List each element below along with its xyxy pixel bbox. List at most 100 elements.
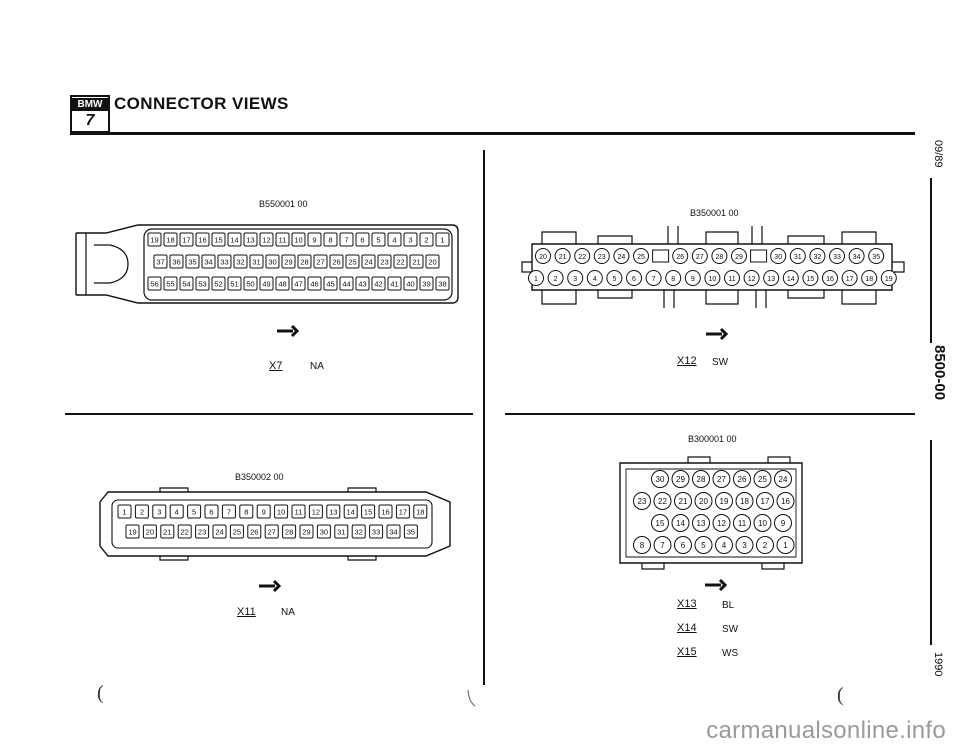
svg-text:24: 24 bbox=[618, 254, 626, 261]
scan-mark-center bbox=[467, 689, 476, 707]
svg-text:29: 29 bbox=[284, 258, 292, 267]
x7-part-code: B550001 00 bbox=[259, 199, 308, 209]
svg-text:19: 19 bbox=[885, 276, 893, 283]
svg-text:9: 9 bbox=[262, 508, 266, 517]
x7-plug-symbol bbox=[277, 324, 300, 338]
pin-30: 30 bbox=[316, 524, 331, 539]
svg-text:55: 55 bbox=[166, 280, 174, 289]
pin-32: 32 bbox=[809, 248, 826, 264]
pin-37: 37 bbox=[153, 254, 168, 269]
svg-text:1: 1 bbox=[122, 508, 126, 517]
pin-31: 31 bbox=[334, 524, 349, 539]
svg-text:11: 11 bbox=[279, 236, 287, 245]
svg-text:5: 5 bbox=[192, 508, 196, 517]
svg-text:30: 30 bbox=[774, 254, 782, 261]
pin-5: 5 bbox=[187, 504, 202, 519]
svg-text:6: 6 bbox=[681, 541, 686, 550]
svg-text:38: 38 bbox=[438, 280, 446, 289]
svg-text:29: 29 bbox=[302, 528, 310, 537]
pin-15: 15 bbox=[361, 504, 376, 519]
x15-color: WS bbox=[722, 648, 739, 659]
svg-text:21: 21 bbox=[412, 258, 420, 267]
pin-13: 13 bbox=[243, 232, 258, 247]
svg-text:16: 16 bbox=[198, 236, 206, 245]
svg-text:26: 26 bbox=[676, 254, 684, 261]
svg-text:11: 11 bbox=[738, 519, 747, 528]
svg-text:15: 15 bbox=[656, 519, 665, 528]
svg-text:50: 50 bbox=[246, 280, 254, 289]
pin-9: 9 bbox=[774, 514, 792, 532]
svg-text:41: 41 bbox=[390, 280, 398, 289]
pin-1: 1 bbox=[117, 504, 132, 519]
svg-text:23: 23 bbox=[598, 254, 606, 261]
svg-text:54: 54 bbox=[182, 280, 190, 289]
svg-text:52: 52 bbox=[214, 280, 222, 289]
pin-21: 21 bbox=[160, 524, 175, 539]
svg-text:24: 24 bbox=[215, 528, 223, 537]
svg-text:3: 3 bbox=[408, 236, 412, 245]
pin-29: 29 bbox=[671, 470, 690, 488]
svg-text:28: 28 bbox=[697, 475, 706, 484]
pin-22: 22 bbox=[177, 524, 192, 539]
pin-14: 14 bbox=[671, 514, 690, 532]
pin-14: 14 bbox=[782, 270, 799, 286]
svg-text:33: 33 bbox=[833, 254, 841, 261]
svg-text:27: 27 bbox=[717, 475, 726, 484]
pin-26: 26 bbox=[329, 254, 344, 269]
pin-24: 24 bbox=[613, 248, 630, 264]
pin-27: 27 bbox=[712, 470, 731, 488]
pin-27: 27 bbox=[313, 254, 328, 269]
svg-text:43: 43 bbox=[358, 280, 366, 289]
pin-1: 1 bbox=[528, 270, 544, 286]
pin-21: 21 bbox=[554, 248, 571, 264]
pin-35: 35 bbox=[185, 254, 200, 269]
pin-2: 2 bbox=[419, 232, 434, 247]
svg-text:12: 12 bbox=[748, 276, 756, 283]
pin-2: 2 bbox=[547, 270, 564, 286]
pin-24: 24 bbox=[212, 524, 227, 539]
svg-text:26: 26 bbox=[332, 258, 340, 267]
svg-text:2: 2 bbox=[424, 236, 428, 245]
svg-text:4: 4 bbox=[722, 541, 727, 550]
svg-text:2: 2 bbox=[140, 508, 144, 517]
svg-text:35: 35 bbox=[407, 528, 415, 537]
svg-text:13: 13 bbox=[697, 519, 706, 528]
pin-21: 21 bbox=[674, 492, 692, 510]
svg-text:20: 20 bbox=[428, 258, 436, 267]
pin-25: 25 bbox=[633, 248, 649, 264]
pin-24: 24 bbox=[361, 254, 376, 269]
pin-7: 7 bbox=[221, 504, 236, 519]
pin-7: 7 bbox=[653, 536, 672, 554]
svg-text:25: 25 bbox=[637, 254, 645, 261]
pin-45: 45 bbox=[323, 276, 338, 291]
x13-part-code: B300001 00 bbox=[688, 434, 737, 444]
svg-text:32: 32 bbox=[236, 258, 244, 267]
pin-32: 32 bbox=[351, 524, 366, 539]
svg-text:35: 35 bbox=[872, 254, 880, 261]
svg-text:7: 7 bbox=[344, 236, 348, 245]
logo-brand: BMW bbox=[72, 98, 108, 111]
pin-28: 28 bbox=[282, 524, 297, 539]
pin-29: 29 bbox=[281, 254, 296, 269]
pin-4: 4 bbox=[715, 536, 733, 554]
pin-19: 19 bbox=[715, 492, 733, 510]
pin-19: 19 bbox=[125, 524, 140, 539]
svg-text:1: 1 bbox=[440, 236, 444, 245]
svg-text:10: 10 bbox=[294, 236, 302, 245]
svg-text:19: 19 bbox=[150, 236, 158, 245]
pin-20: 20 bbox=[694, 492, 713, 510]
pin-10: 10 bbox=[704, 270, 721, 286]
svg-text:1: 1 bbox=[783, 541, 788, 550]
svg-text:25: 25 bbox=[348, 258, 356, 267]
pin-16: 16 bbox=[822, 270, 838, 286]
svg-text:32: 32 bbox=[355, 528, 363, 537]
svg-text:15: 15 bbox=[214, 236, 222, 245]
svg-text:12: 12 bbox=[312, 508, 320, 517]
scan-mark-left: ( bbox=[97, 682, 104, 704]
svg-text:6: 6 bbox=[632, 276, 636, 283]
svg-text:35: 35 bbox=[188, 258, 196, 267]
svg-text:14: 14 bbox=[787, 276, 795, 283]
pin-8: 8 bbox=[323, 232, 338, 247]
pin-3: 3 bbox=[567, 270, 584, 286]
pin-30: 30 bbox=[651, 470, 669, 488]
